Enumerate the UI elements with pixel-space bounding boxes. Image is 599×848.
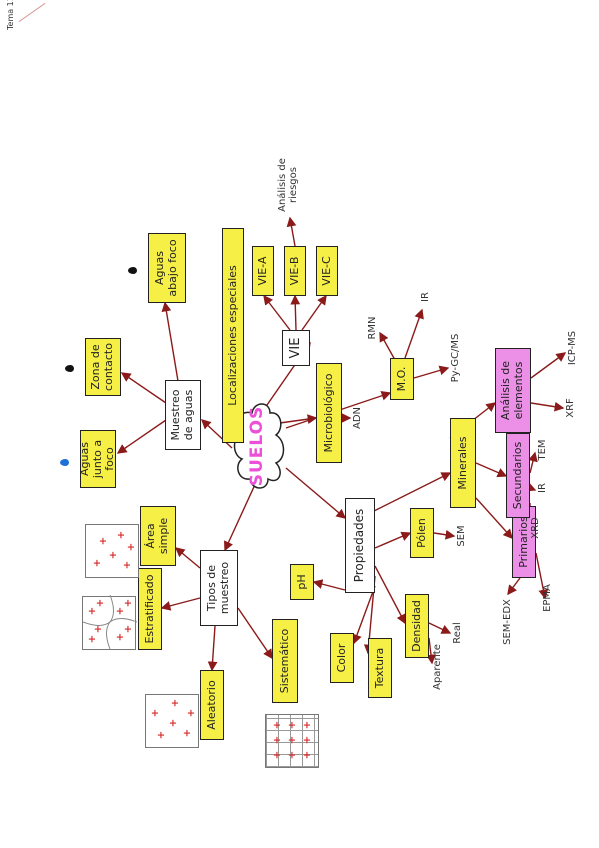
connector-arrow (428, 622, 452, 634)
connector-arrow (285, 467, 347, 519)
secundarios-node: Secundarios (506, 433, 530, 518)
epma-label: EPMA (542, 584, 554, 612)
polen-node: Pólen (410, 508, 434, 558)
tem-label: TEM (537, 439, 549, 461)
connector-arrow (404, 308, 424, 359)
connector-arrow (530, 401, 565, 412)
sistematico-node: Sistemático (272, 619, 298, 703)
color-node: Color (330, 633, 354, 683)
connector-arrow (530, 352, 567, 379)
connector-arrow (286, 216, 297, 247)
estratificado-grid: ++ ++ ++ ++ (82, 595, 137, 650)
ir-mo-label: IR (420, 292, 432, 302)
adn-label: ADN (352, 406, 364, 430)
xrf-label: XRF (565, 398, 577, 418)
connector-arrow (174, 547, 201, 569)
tipos-muestreo-node: Tipos de muestreo (200, 550, 238, 626)
area-simple-node: Área simple (140, 506, 176, 566)
aleatorio-node: Aleatorio (200, 670, 224, 740)
minerales-node: Minerales (450, 418, 476, 508)
muestreo-aguas-node: Muestreo de aguas (165, 380, 201, 450)
analisis-elementos-node: Análisis de elementos (495, 348, 531, 433)
connector-arrow (160, 597, 201, 611)
connector-arrow (374, 565, 406, 625)
connector-arrow (475, 462, 508, 478)
connector-arrow (120, 372, 167, 404)
mo-node: M.O. (390, 358, 414, 400)
water-drop-blue-icon (60, 459, 69, 466)
connector-arrow (207, 625, 218, 672)
icp-ms-label: ICP-MS (567, 330, 579, 366)
propiedades-node: Propiedades (345, 498, 375, 593)
xrd-label: XRD (530, 517, 542, 539)
sistematico-grid: +++ +++ +++ (265, 714, 319, 768)
vie-node: VIE (282, 330, 310, 366)
aleatorio-grid: ++ ++ ++ (145, 694, 199, 748)
py-gc-ms-label: Py-GC/MS (450, 333, 462, 383)
connector-arrow (301, 294, 327, 331)
zona-contacto-node: Zona de contacto (85, 338, 121, 396)
vie-a-node: VIE-A (252, 246, 274, 296)
aguas-abajo-foco-node: Aguas abajo foco (148, 233, 186, 303)
estratificado-node: Estratificado (138, 568, 162, 650)
connector-arrow (413, 365, 450, 379)
water-drop-black-icon (65, 365, 74, 372)
connector-arrow (116, 419, 167, 454)
connector-arrow (237, 607, 273, 660)
microbiologico-node: Microbiológico (316, 363, 342, 463)
sem-polen-label: SEM (456, 525, 468, 547)
ir-sec-label: IR (537, 483, 549, 493)
sem-edx-label: SEM-EDX (502, 599, 514, 645)
connector-arrow (379, 331, 396, 361)
densidad-node: Densidad (405, 594, 429, 658)
localizaciones-especiales-node: Localizaciones especiales (222, 228, 244, 443)
connector-arrow (263, 294, 291, 331)
area-simple-grid: ++ ++ ++ (85, 524, 139, 578)
vie-c-node: VIE-C (316, 246, 338, 296)
rmn-label: RMN (367, 316, 379, 340)
ph-node: pH (290, 564, 314, 600)
center-cloud (233, 403, 285, 489)
water-drop-black-icon-2 (128, 267, 137, 274)
aparente-label: Aparente (432, 644, 444, 690)
connector-arrow (374, 531, 412, 549)
aguas-junto-foco-node: Aguas junto a foco (78, 430, 116, 488)
connector-arrow (352, 585, 376, 645)
vie-b-node: VIE-B (284, 246, 306, 296)
real-label: Real (452, 622, 464, 644)
textura-node: Textura (368, 638, 392, 698)
connector-arrow (433, 529, 456, 540)
analisis-riesgos-label: Análisis de riesgos (276, 158, 300, 212)
connector-arrow (290, 294, 301, 331)
connector-arrow (312, 579, 346, 591)
center-label: SUELOS (247, 405, 268, 487)
